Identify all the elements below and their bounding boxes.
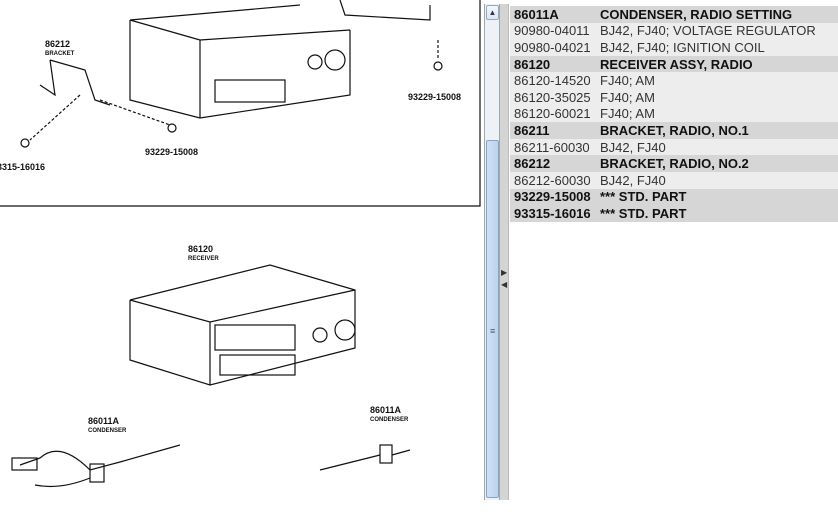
part-number: 86120-60021	[514, 106, 591, 122]
part-number: 86120-35025	[514, 89, 591, 105]
part-number: 90980-04011	[514, 23, 590, 39]
part-group-row[interactable]: 93315-16016 *** STD. PART	[510, 205, 838, 222]
exploded-view-drawing: 86212 BRACKET 93229-15008 93229-15008 93…	[0, 0, 481, 488]
part-description: BJ42, FJ40	[600, 139, 666, 155]
grip-icon: ≡	[490, 326, 496, 336]
bottom-margin	[0, 500, 838, 520]
label-bolt-2: 93229-15008	[408, 92, 461, 102]
part-row[interactable]: 86120-60021 FJ40; AM	[510, 105, 838, 123]
part-description: BJ42, FJ40; VOLTAGE REGULATOR	[600, 23, 816, 39]
panel-splitter[interactable]: ▶ ◀	[500, 4, 509, 500]
part-number: 93229-15008	[514, 189, 591, 205]
part-number: 86212-60030	[514, 172, 591, 188]
label-receiver-no: 86120	[188, 244, 213, 254]
part-description: FJ40; AM	[600, 73, 655, 89]
part-number: 86212	[514, 156, 551, 172]
part-number: 93315-16016	[514, 205, 591, 221]
part-row[interactable]: 86120-14520 FJ40; AM	[510, 72, 838, 89]
part-group-row[interactable]: 86120 RECEIVER ASSY, RADIO	[510, 55, 838, 73]
part-description: *** STD. PART	[600, 189, 687, 205]
part-number: 86211	[514, 122, 550, 138]
part-row[interactable]: 90980-04021 BJ42, FJ40; IGNITION COIL	[510, 39, 838, 56]
scroll-up-arrow-icon[interactable]: ▲	[486, 5, 499, 20]
part-group-row[interactable]: 86011A CONDENSER, RADIO SETTING	[510, 6, 838, 23]
label-condenser-1-name: CONDENSER	[88, 428, 127, 434]
part-description: BRACKET, RADIO, NO.2	[600, 156, 749, 172]
label-bracket-no: 86212	[45, 39, 70, 49]
part-description: BJ42, FJ40; IGNITION COIL	[600, 39, 765, 55]
part-description: FJ40; AM	[600, 106, 655, 122]
part-number: 86011A	[514, 6, 559, 22]
part-group-row[interactable]: 86211 BRACKET, RADIO, NO.1	[510, 122, 838, 139]
diagram-vertical-scrollbar[interactable]: ▲ ≡	[484, 4, 500, 500]
parts-diagram: 86212 BRACKET 93229-15008 93229-15008 93…	[0, 0, 481, 488]
part-number: 86211-60030	[514, 139, 590, 155]
part-description: *** STD. PART	[600, 205, 687, 221]
part-row[interactable]: 90980-04011 BJ42, FJ40; VOLTAGE REGULATOR	[510, 22, 838, 40]
part-description: BJ42, FJ40	[600, 172, 666, 188]
part-number: 86120	[514, 56, 551, 72]
label-screw: 93315-16016	[0, 162, 45, 172]
part-group-row[interactable]: 93229-15008 *** STD. PART	[510, 188, 838, 206]
label-receiver-name: RECEIVER	[188, 256, 219, 262]
label-bolt-1: 93229-15008	[145, 147, 198, 157]
label-bracket-name: BRACKET	[45, 51, 75, 57]
label-condenser-2-name: CONDENSER	[370, 417, 409, 423]
part-description: FJ40; AM	[600, 89, 655, 105]
label-condenser-1-no: 86011A	[88, 416, 120, 426]
part-number: 86120-14520	[514, 73, 591, 89]
part-row[interactable]: 86120-35025 FJ40; AM	[510, 88, 838, 106]
part-group-row[interactable]: 86212 BRACKET, RADIO, NO.2	[510, 155, 838, 172]
part-description: CONDENSER, RADIO SETTING	[600, 6, 793, 22]
expand-left-arrow-icon[interactable]: ◀	[501, 280, 508, 289]
expand-right-arrow-icon[interactable]: ▶	[501, 268, 508, 277]
part-description: BRACKET, RADIO, NO.1	[600, 122, 749, 138]
part-row[interactable]: 86211-60030 BJ42, FJ40	[510, 138, 838, 156]
scrollbar-thumb[interactable]: ≡	[486, 140, 499, 498]
part-row[interactable]: 86212-60030 BJ42, FJ40	[510, 171, 838, 189]
label-condenser-2-no: 86011A	[370, 405, 402, 415]
part-number: 90980-04021	[514, 39, 591, 55]
part-description: RECEIVER ASSY, RADIO	[600, 56, 753, 72]
